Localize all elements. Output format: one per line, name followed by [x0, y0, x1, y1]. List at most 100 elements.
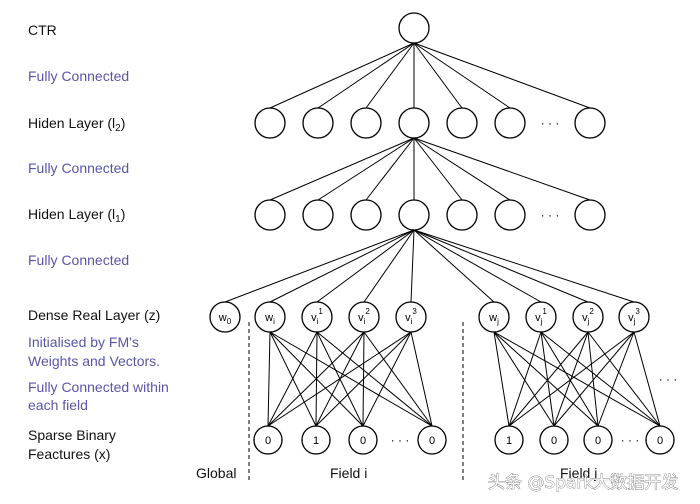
- hidden2-node-5: [494, 107, 526, 139]
- label-initialised-line2: Weights and Vectors.: [28, 353, 160, 369]
- sparse-node-field-i-0: [253, 425, 283, 455]
- edge-h1-dense-3: [363, 229, 415, 303]
- sparse-node-field-j-3: [645, 425, 675, 455]
- sparse-value-field-j-2: 0: [595, 435, 601, 447]
- edge-h1-dense-1: [269, 229, 415, 303]
- edge-field-i-1-3: [316, 331, 433, 427]
- hidden2-ellipsis: · · ·: [541, 116, 560, 130]
- edge-field-j-2-3: [587, 331, 661, 427]
- edge-field-j-3-3: [633, 331, 661, 427]
- edge-field-i-3-0: [267, 331, 412, 427]
- hidden2-node-1: [302, 107, 334, 139]
- hidden1-node-0: [254, 199, 286, 231]
- dense-node-field-i-1: [301, 301, 333, 333]
- sparse-value-field-i-0: 0: [265, 435, 271, 447]
- sparse-field-i-ellipsis: · · ·: [391, 433, 410, 447]
- edge-ctr-h2-4: [413, 42, 463, 109]
- label-ctr: CTR: [28, 22, 57, 38]
- hidden1-node-2: [350, 199, 382, 231]
- edge-field-j-0-3: [493, 331, 661, 427]
- hidden2-node-6: [574, 107, 606, 139]
- dense-label-w0: w0: [218, 312, 232, 326]
- edge-ctr-h2-1: [317, 42, 415, 109]
- edge-field-j-0-2: [493, 331, 599, 427]
- dense-node-field-i-2: [348, 301, 380, 333]
- dense-label-field-i-2: vi2: [358, 307, 370, 326]
- sparse-node-field-j-2: [583, 425, 613, 455]
- sparse-node-field-i-3: [417, 425, 447, 455]
- edge-field-i-2-3: [363, 331, 433, 427]
- edge-field-i-1-0: [267, 331, 318, 427]
- dense-node-field-j-2: [572, 301, 604, 333]
- dense-node-field-i-0: [254, 301, 286, 333]
- label-hidden-layer-2: Hiden Layer (l2): [28, 115, 125, 134]
- dense-label-field-j-0: wj: [488, 312, 499, 326]
- watermark-text: 头条 @Spark大数据开发: [488, 473, 678, 493]
- edge-field-i-3-3: [410, 331, 433, 427]
- label-fc-within-line2: each field: [28, 397, 88, 413]
- dense-label-field-i-1: vi1: [311, 307, 323, 326]
- edge-field-j-3-0: [508, 331, 635, 427]
- edge-ctr-h2-0: [269, 42, 415, 109]
- label-fully-connected-1: Fully Connected: [28, 68, 129, 84]
- label-global: Global: [196, 465, 236, 481]
- label-dense-real-layer: Dense Real Layer (z): [28, 307, 160, 323]
- edge-field-i-3-1: [315, 331, 412, 427]
- edge-field-j-0-1: [493, 331, 555, 427]
- edge-ctr-h2-6: [413, 42, 591, 109]
- edge-field-j-2-2: [587, 331, 599, 427]
- hidden2-node-2: [350, 107, 382, 139]
- hidden1-node-1: [302, 199, 334, 231]
- dense-node-field-j-1: [525, 301, 557, 333]
- hidden1-ellipsis: · · ·: [541, 208, 560, 222]
- sparse-node-field-i-1: [301, 425, 331, 455]
- edge-h2-h1-4: [413, 137, 463, 201]
- dense-label-field-i-0: wi: [264, 312, 275, 326]
- ctr-output-node: [398, 12, 430, 44]
- edge-h1-dense-4: [410, 229, 415, 303]
- label-sparse-line1: Sparse Binary: [28, 427, 116, 443]
- hidden1-node-3: [398, 199, 430, 231]
- edge-field-i-0-0: [267, 331, 271, 427]
- edge-field-i-0-3: [269, 331, 433, 427]
- label-hidden-layer-1: Hiden Layer (l1): [28, 206, 125, 225]
- sparse-value-field-i-2: 0: [360, 435, 366, 447]
- label-field-i: Field i: [330, 465, 367, 481]
- dense-label-field-j-3: vj3: [628, 307, 640, 326]
- label-field-j: Field j: [560, 465, 597, 481]
- sparse-value-field-j-1: 0: [551, 435, 557, 447]
- dense-label-field-j-1: vj1: [535, 307, 547, 326]
- dense-node-field-j-0: [478, 301, 510, 333]
- sparse-node-field-j-0: [494, 425, 524, 455]
- edge-field-j-3-2: [597, 331, 635, 427]
- sparse-node-field-j-1: [539, 425, 569, 455]
- connection-edges: [224, 42, 661, 427]
- hidden2-node-3: [398, 107, 430, 139]
- label-initialised-line1: Initialised by FM's: [28, 334, 139, 350]
- dense-node-field-i-3: [395, 301, 427, 333]
- label-fc-within-line1: Fully Connected within: [28, 379, 169, 395]
- edge-h2-h1-5: [413, 137, 511, 201]
- hidden2-node-4: [446, 107, 478, 139]
- edge-field-j-1-3: [540, 331, 661, 427]
- hidden1-node-4: [446, 199, 478, 231]
- sparse-field-j-ellipsis: · · ·: [621, 433, 640, 447]
- field-j-side-ellipsis: · · ·: [659, 372, 678, 386]
- edge-field-j-3-1: [553, 331, 635, 427]
- label-fully-connected-3: Fully Connected: [28, 252, 129, 268]
- sparse-value-field-i-3: 0: [429, 435, 435, 447]
- edge-h2-h1-1: [317, 137, 415, 201]
- edge-h2-h1-0: [269, 137, 415, 201]
- hidden2-node-0: [254, 107, 286, 139]
- dense-label-field-i-3: vi3: [405, 307, 417, 326]
- edge-ctr-h2-2: [365, 42, 415, 109]
- edge-h1-dense-0: [224, 229, 415, 303]
- hidden1-node-5: [494, 199, 526, 231]
- hidden1-node-6: [574, 199, 606, 231]
- edge-field-j-1-0: [508, 331, 542, 427]
- edge-ctr-h2-5: [413, 42, 511, 109]
- edge-field-i-3-2: [362, 331, 412, 427]
- edge-h1-dense-7: [413, 229, 589, 303]
- dense-node-field-j-3: [618, 301, 650, 333]
